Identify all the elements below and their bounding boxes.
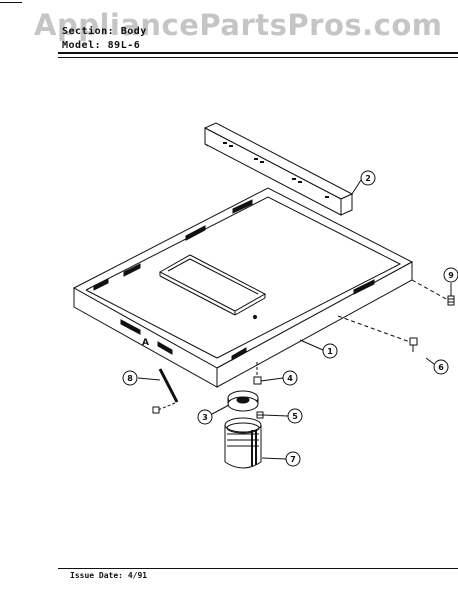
callout-4: 4 xyxy=(282,370,298,386)
callout-9: 9 xyxy=(443,267,458,283)
support-channel xyxy=(203,122,354,216)
callout-3: 3 xyxy=(197,409,213,425)
section-header: Section: Body xyxy=(62,26,147,37)
callout-3-label: 3 xyxy=(202,413,208,422)
callout-1-label: 1 xyxy=(327,347,333,356)
callout-2: 2 xyxy=(360,170,376,186)
body-pan xyxy=(72,187,449,388)
watermark: AppliancePartsPros.com xyxy=(34,8,443,42)
callout-7-label: 7 xyxy=(290,455,296,464)
screw-9 xyxy=(447,295,455,306)
callout-8: 8 xyxy=(122,370,138,386)
callout-2-label: 2 xyxy=(365,174,371,183)
callout-4-label: 4 xyxy=(287,374,293,383)
screw-6 xyxy=(409,337,418,352)
screw-5 xyxy=(256,411,264,419)
callout-1: 1 xyxy=(322,343,338,359)
callout-8-label: 8 xyxy=(127,374,133,383)
leader-lines xyxy=(137,179,452,460)
issue-date-value: 4/91 xyxy=(127,571,148,580)
footer-rule xyxy=(58,568,458,569)
top-corner-rule xyxy=(0,2,22,3)
header-rule-thin xyxy=(58,57,458,58)
section-label: Section: xyxy=(62,26,115,37)
model-label: Model: xyxy=(62,40,102,51)
diagram-letter: A xyxy=(142,338,149,348)
callout-5-label: 5 xyxy=(292,412,298,421)
container-7 xyxy=(224,417,262,469)
callout-5: 5 xyxy=(287,408,303,424)
grommet-3 xyxy=(227,390,259,412)
callout-6-label: 6 xyxy=(438,363,444,372)
model-value: 89L-6 xyxy=(107,40,141,51)
model-header: Model: 89L-6 xyxy=(62,40,140,51)
issue-date-label: Issue Date: xyxy=(70,571,123,580)
bolt-8 xyxy=(152,368,179,414)
section-value: Body xyxy=(120,26,147,37)
callout-6: 6 xyxy=(433,359,449,375)
header-rule xyxy=(58,52,458,54)
issue-date: Issue Date: 4/91 xyxy=(70,571,147,580)
callout-7: 7 xyxy=(285,451,301,467)
callout-9-label: 9 xyxy=(448,271,454,280)
